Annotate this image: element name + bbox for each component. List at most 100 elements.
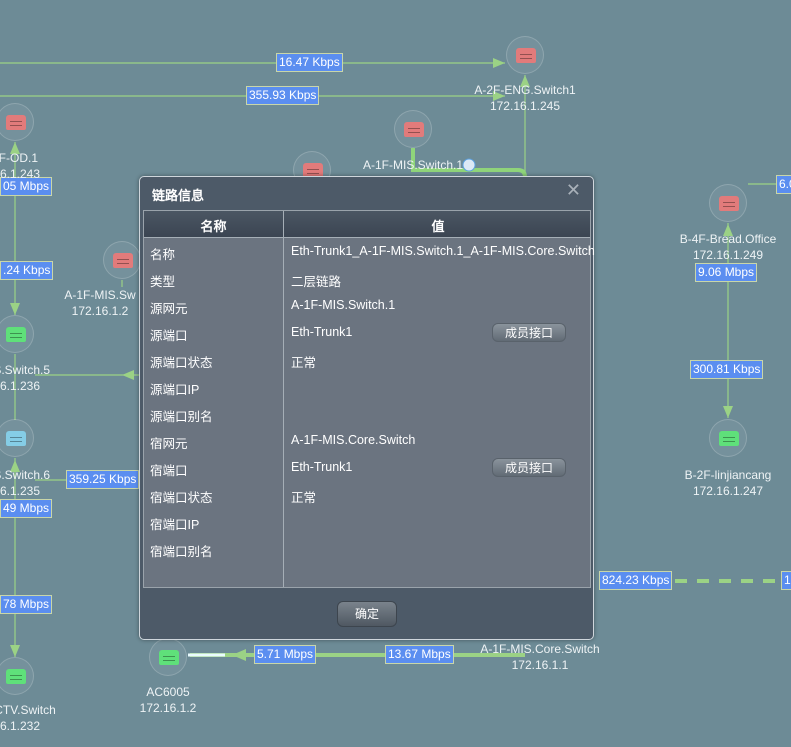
switch-icon [113,253,133,268]
link-traffic-label[interactable]: 16.47 Kbps [276,53,343,72]
node-label: A-1F-MIS.Sw 172.16.1.2 [64,287,135,319]
node-ip: 172.16.1.2 [71,304,129,318]
row-value: A-1F-MIS.Core.Switch [291,433,416,447]
node-ip: 172.16.1.249 [692,248,764,262]
node-mis-switch6[interactable] [0,419,34,457]
node-name: MIS.Switch.6 [0,468,51,482]
node-name: A-1F-MIS.Core.Switch [480,642,600,656]
link-traffic-label[interactable]: .24 Kbps [0,261,54,280]
arrow-icons [10,58,733,661]
switch-icon [6,115,26,130]
node-linjiancang[interactable] [709,419,747,457]
table-row: 源端口IP [144,374,590,401]
node-name: MIS.Switch.5 [0,363,51,377]
link-traffic-label[interactable]: 9.06 Mbps [695,263,758,282]
switch-icon [303,163,323,178]
table-header: 名称 值 [144,211,590,238]
link-traffic-label[interactable]: 49 Mbps [0,499,53,518]
node-eng-switch1[interactable] [506,36,544,74]
switch-icon [719,196,739,211]
node-ip: 172.16.1.245 [489,99,561,113]
node-ip: .16.1.236 [0,379,41,393]
column-divider [283,211,284,587]
node-name: S.CCTV.Switch [0,703,56,717]
node-ip: .16.1.243 [0,167,41,181]
switch-icon [516,48,536,63]
row-value: Eth-Trunk1_A-1F-MIS.Switch.1_A-1F-MIS.Co… [291,244,595,258]
node-ip: 172.16.1.2 [139,701,197,715]
node-mis-switch1[interactable] [394,110,432,148]
row-key: 源端口IP [150,383,200,397]
switch-icon [159,650,179,665]
row-key: 源端口 [150,329,188,343]
table-row: 宿端口 Eth-Trunk1 成员接口 [144,455,590,482]
node-label: A-1F-MIS.Core.Switch 172.16.1.1 [480,641,599,673]
selected-link [411,148,527,178]
member-interface-button[interactable]: 成员接口 [492,323,566,342]
link-selected-icon [462,158,476,172]
row-key: 宿端口IP [150,518,200,532]
link-traffic-label[interactable]: 5.71 Mbps [254,645,317,664]
node-od1[interactable] [0,103,34,141]
node-name: B-2F-linjiancang [684,468,772,482]
switch-icon [6,431,26,446]
link-traffic-label[interactable]: 824.23 Kbps [599,571,673,590]
switch-icon [6,669,26,684]
link-traffic-label[interactable]: 359.25 Kbps [66,470,140,489]
node-mis-sw-partial[interactable] [103,241,141,279]
row-key: 源网元 [150,302,188,316]
switch-icon [6,327,26,342]
row-key: 宿端口别名 [150,545,213,559]
table-row: 宿端口别名 [144,536,590,563]
node-bread-office[interactable] [709,184,747,222]
row-value: A-1F-MIS.Switch.1 [291,298,396,312]
row-value: 正常 [291,356,317,370]
node-ac6005[interactable] [149,638,187,676]
member-interface-button[interactable]: 成员接口 [492,458,566,477]
node-label: MIS.Switch.6 .16.1.235 [0,467,50,499]
link-traffic-label[interactable]: 355.93 Kbps [246,86,320,105]
link-traffic-label[interactable]: 1 [781,571,791,590]
row-value: 正常 [291,491,317,505]
node-ip: 172.16.1.1 [511,658,569,672]
node-name: 1F-OD.1 [0,151,39,165]
node-mis-switch5[interactable] [0,315,34,353]
node-label: A-1F-MIS.Switch.1 [363,157,463,173]
node-ip: 172.16.1.247 [692,484,764,498]
table-row: 源网元 A-1F-MIS.Switch.1 [144,293,590,320]
close-icon[interactable]: ✕ [565,180,581,200]
row-value: 二层链路 [291,275,342,289]
node-label: MIS.Switch.5 .16.1.236 [0,362,50,394]
link-traffic-label[interactable]: 78 Mbps [0,595,53,614]
link-traffic-label[interactable]: 300.81 Kbps [690,360,764,379]
row-key: 类型 [150,275,176,289]
link-traffic-label[interactable]: 05 Mbps [0,177,53,196]
node-label: B-4F-Bread.Office 172.16.1.249 [680,231,776,263]
node-label: 1F-OD.1 .16.1.243 [0,150,40,182]
row-value: Eth-Trunk1 [291,460,353,474]
link-traffic-label[interactable]: 13.67 Mbps [385,645,454,664]
link-traffic-label[interactable]: 6.0 [776,175,791,194]
header-name: 名称 [200,219,227,234]
row-key: 宿端口 [150,464,188,478]
ok-button[interactable]: 确定 [337,601,397,627]
node-name: A-1F-MIS.Sw [64,288,136,302]
table-row: 源端口状态 正常 [144,347,590,374]
node-ip: .16.1.235 [0,484,41,498]
node-name: B-4F-Bread.Office [679,232,777,246]
table-row: 源端口别名 [144,401,590,428]
table-row: 类型 二层链路 [144,266,590,293]
row-key: 源端口状态 [150,356,213,370]
node-label: B-2F-linjiancang 172.16.1.247 [685,467,772,499]
node-cctv-switch[interactable] [0,657,34,695]
table-row: 宿端口IP [144,509,590,536]
dialog-title: 链路信息 [152,188,205,203]
